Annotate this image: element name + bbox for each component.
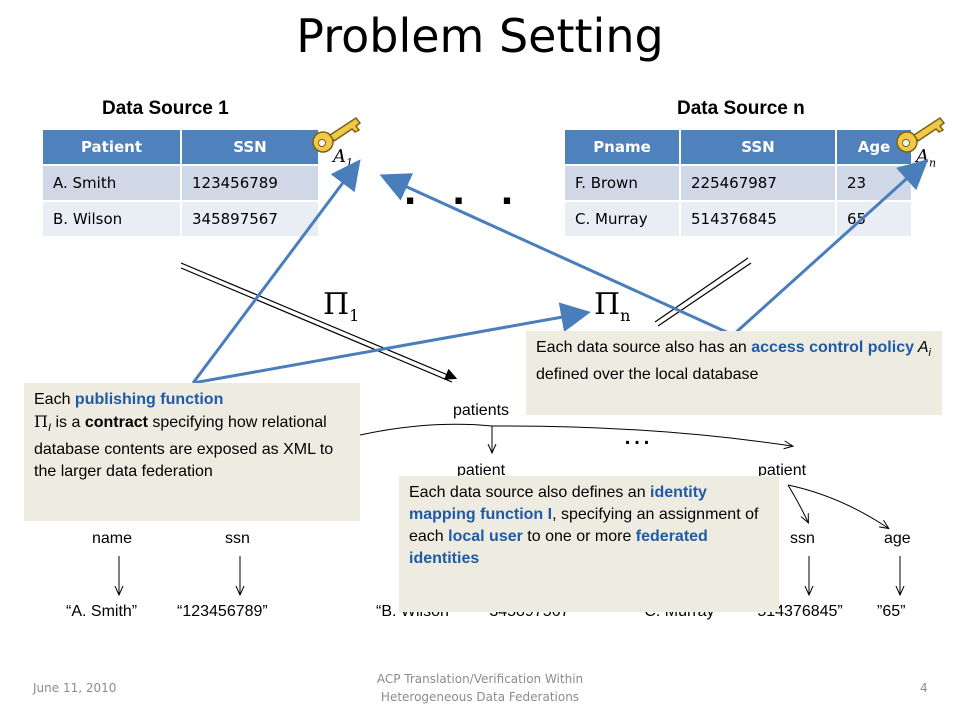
table-cell: 225467987 [681,166,835,200]
tree-field-ssn: ssn [225,530,250,547]
table-header: Pname [565,130,679,164]
publishing-function-callout: Each publishing function ΠI is a contrac… [24,383,360,521]
footer-title: ACP Translation/Verification Within Hete… [376,672,584,704]
access-control-callout: Each data source also has an access cont… [526,331,942,415]
key-icon [312,116,362,153]
source-n-table: Pname SSN Age F. Brown 225467987 23 C. M… [563,128,913,238]
footer-page-number: 4 [920,681,928,695]
table-header: SSN [681,130,835,164]
table-header: Patient [43,130,180,164]
sources-ellipsis: . . . [404,165,526,214]
tree-value: “123456789” [177,603,268,620]
table-cell: C. Murray [565,202,679,236]
table-cell: 514376845 [681,202,835,236]
table-cell: F. Brown [565,166,679,200]
source-1-table: Patient SSN A. Smith 123456789 B. Wilson… [41,128,320,238]
key-icon [896,116,946,153]
slide-title: Problem Setting [296,9,664,63]
data-source-n-label: Data Source n [677,98,805,119]
tree-node-patient: patient [457,462,506,479]
tree-node-patient: patient [758,462,807,479]
tree-field-ssn: ssn [790,530,815,547]
identity-mapping-callout: Each data source also defines an identit… [399,476,779,612]
tree-root-patients: patients [453,402,510,419]
table-cell: 123456789 [182,166,318,200]
pi-1-label: Π1 [323,287,360,326]
table-cell: 345897567 [182,202,318,236]
pi-n-label: Πn [594,287,631,326]
table-cell: A. Smith [43,166,180,200]
footer-date: June 11, 2010 [33,681,117,695]
data-source-1-label: Data Source 1 [102,98,229,119]
tree-field-age: age [884,530,911,547]
tree-field-name: name [92,530,133,547]
tree-ellipsis: … [622,418,652,451]
table-cell: B. Wilson [43,202,180,236]
table-header: SSN [182,130,318,164]
tree-value: “A. Smith” [66,603,138,620]
tree-value: ”65” [877,603,906,620]
